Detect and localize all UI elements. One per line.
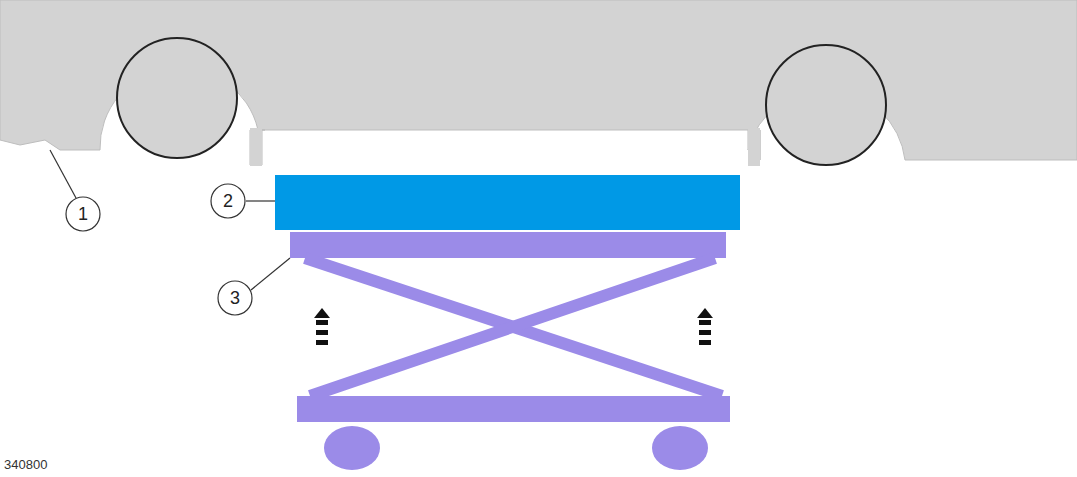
callout-circle (66, 184, 252, 315)
lift-top-plate (290, 232, 726, 258)
front-wheel (117, 38, 237, 158)
rear-wheel (766, 45, 886, 165)
callout-number: 1 (78, 205, 88, 223)
scissor-arm (310, 258, 715, 396)
figure-number: 340800 (4, 458, 47, 471)
vehicle-body (0, 0, 1077, 165)
lift-castor (324, 426, 380, 470)
callout-number: 3 (230, 289, 240, 307)
sill-jacking-point (748, 128, 760, 166)
raise-arrow (314, 308, 713, 345)
lift-pad (275, 175, 740, 230)
lift-castor (652, 426, 708, 470)
lift-base (297, 396, 730, 422)
sill-jacking-point (250, 128, 262, 166)
callout-number: 2 (223, 192, 233, 210)
callout-leader (50, 150, 290, 290)
scissor-arm (305, 258, 722, 396)
